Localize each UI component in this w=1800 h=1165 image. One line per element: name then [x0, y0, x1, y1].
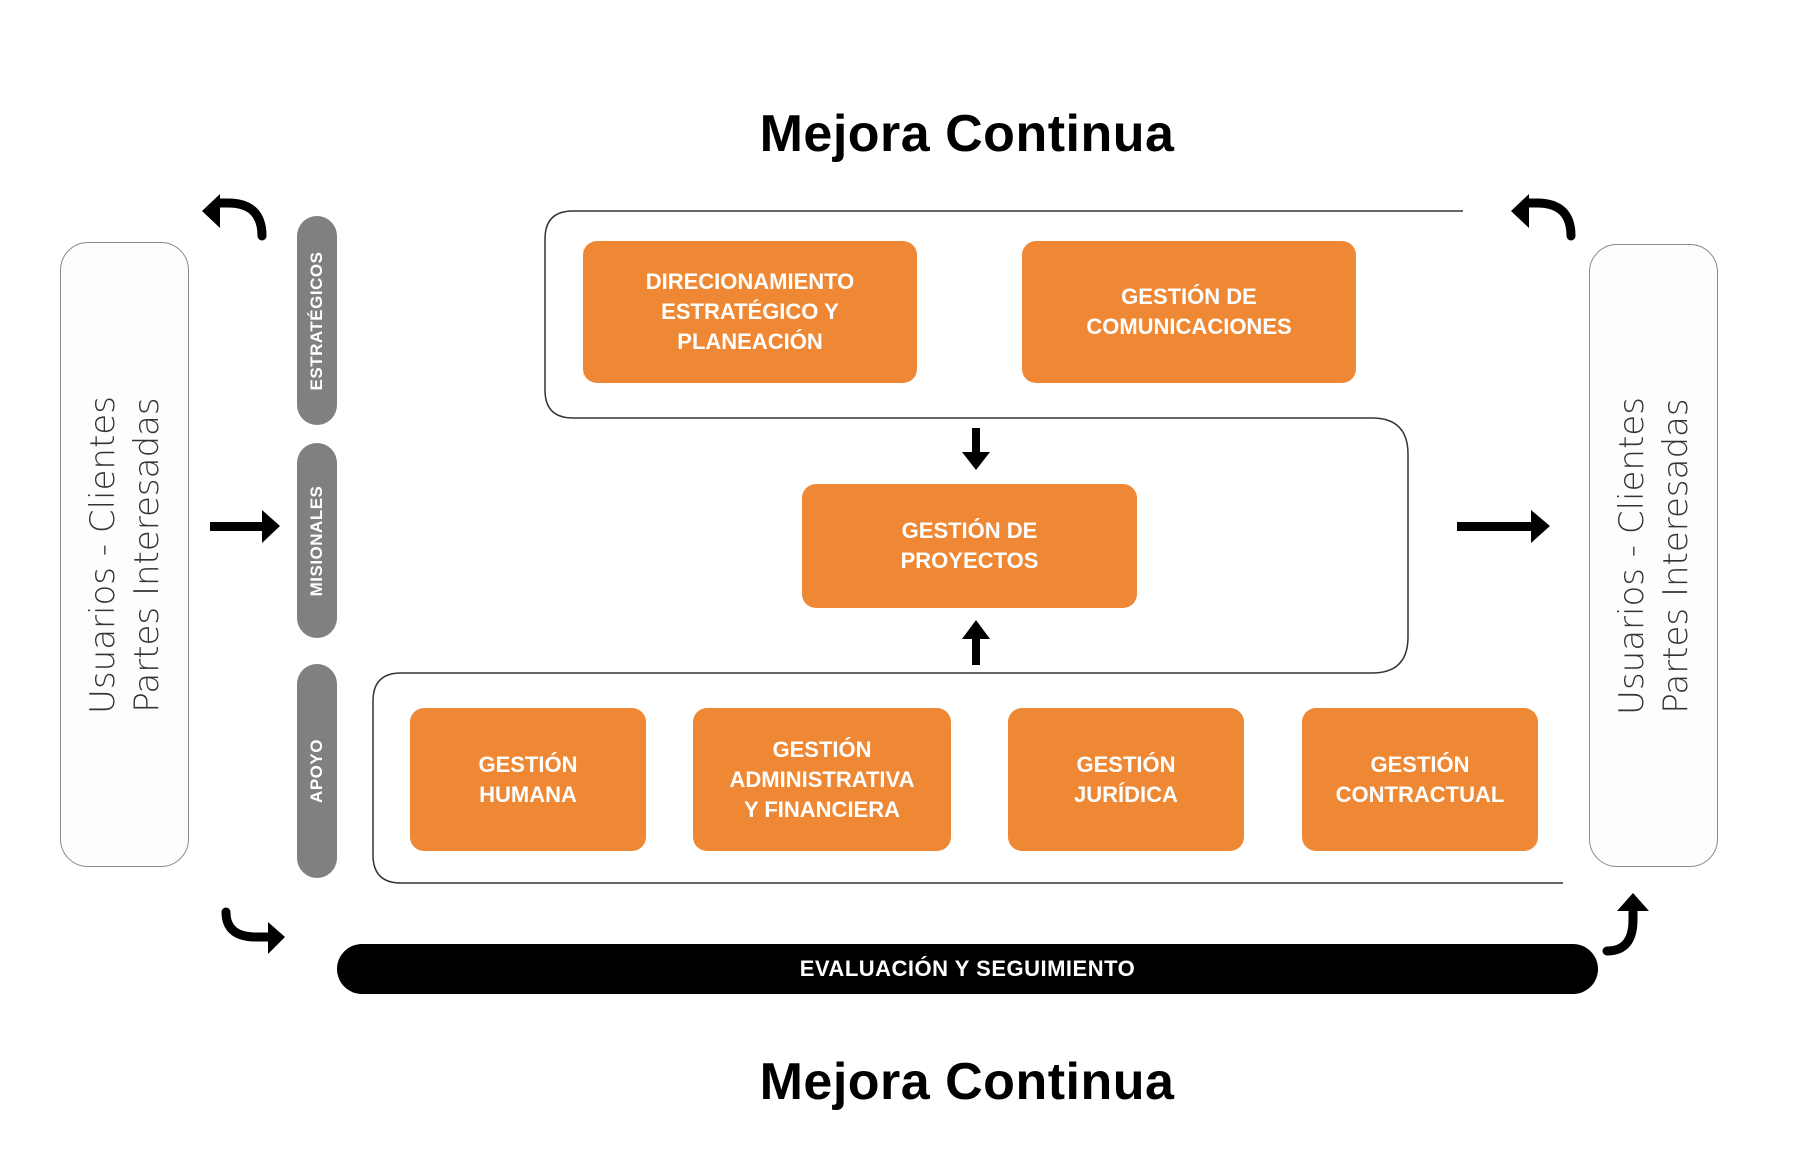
- process-box-juridica[interactable]: GESTIÓN JURÍDICA: [1008, 708, 1244, 851]
- arrow-down-icon: [962, 428, 990, 470]
- process-label-comunicaciones: GESTIÓN DE COMUNICACIONES: [1086, 284, 1292, 339]
- evaluation-bar-label: EVALUACIÓN Y SEGUIMIENTO: [799, 956, 1136, 981]
- process-box-direccionamiento[interactable]: DIRECIONAMIENTO ESTRATÉGICO Y PLANEACIÓN: [583, 241, 917, 383]
- curved-arrow-top-left-icon: [202, 194, 267, 241]
- process-box-humana[interactable]: GESTIÓN HUMANA: [410, 708, 646, 851]
- arrow-up-icon: [962, 620, 990, 665]
- process-label-contractual: GESTIÓN CONTRACTUAL: [1335, 751, 1505, 807]
- level-pill-apoyo: APOYO: [297, 664, 337, 878]
- title-top: Mejora Continua: [759, 105, 1175, 163]
- curved-arrow-bottom-left-icon: [221, 907, 285, 954]
- level-pill-estrategicos: ESTRATÉGICOS: [297, 216, 337, 425]
- stakeholders-left-box: Usuarios - Clientes Partes Interesadas: [60, 242, 189, 867]
- process-box-comunicaciones[interactable]: GESTIÓN DE COMUNICACIONES: [1022, 241, 1356, 383]
- stakeholders-right-box: Usuarios - Clientes Partes Interesadas: [1589, 244, 1718, 867]
- process-box-administrativa[interactable]: GESTIÓN ADMINISTRATIVA Y FINANCIERA: [693, 708, 951, 851]
- arrow-right-input-icon: [210, 510, 280, 543]
- curved-arrow-top-right-icon: [1511, 194, 1576, 241]
- curved-arrow-bottom-right-icon: [1602, 893, 1649, 956]
- process-label-humana: GESTIÓN HUMANA: [478, 751, 578, 807]
- evaluation-bar: EVALUACIÓN Y SEGUIMIENTO: [337, 944, 1598, 994]
- level-pill-misionales: MISIONALES: [297, 443, 337, 638]
- process-box-contractual[interactable]: GESTIÓN CONTRACTUAL: [1302, 708, 1538, 851]
- arrow-right-output-icon: [1457, 510, 1550, 543]
- strategic-container: [372, 210, 1563, 884]
- process-label-juridica: GESTIÓN JURÍDICA: [1074, 751, 1178, 807]
- process-label-administrativa: GESTIÓN ADMINISTRATIVA Y FINANCIERA: [729, 736, 915, 822]
- title-bottom: Mejora Continua: [759, 1053, 1175, 1111]
- process-box-proyectos[interactable]: GESTIÓN DE PROYECTOS: [802, 484, 1137, 608]
- process-label-proyectos: GESTIÓN DE PROYECTOS: [900, 518, 1039, 573]
- process-label-direccionamiento: DIRECIONAMIENTO ESTRATÉGICO Y PLANEACIÓN: [645, 269, 855, 354]
